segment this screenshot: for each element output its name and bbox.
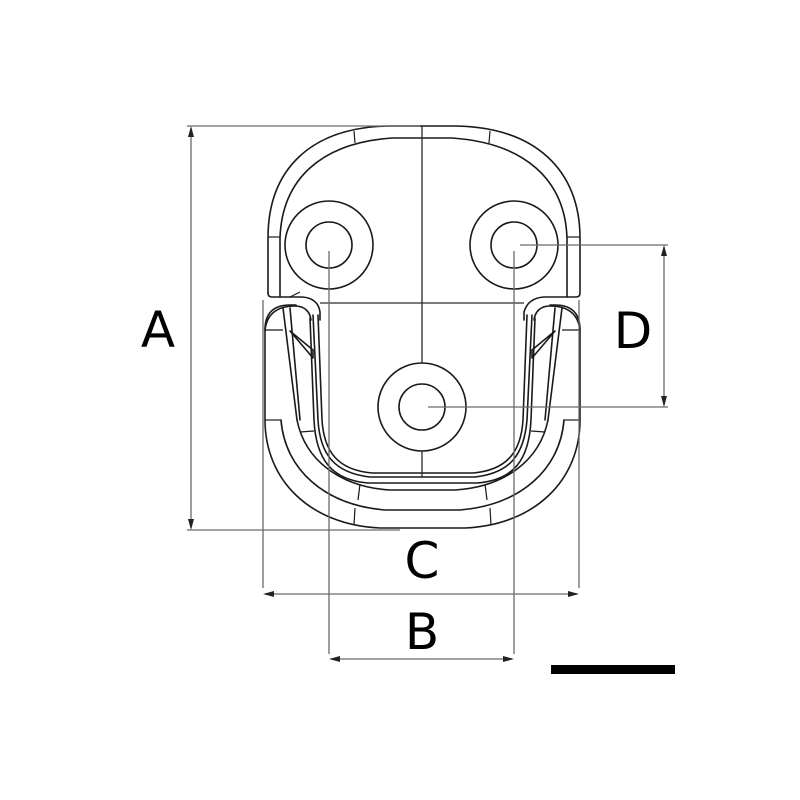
dimension-a — [187, 125, 420, 531]
dimension-c — [262, 300, 580, 597]
scale-bar — [551, 665, 675, 674]
dimension-label-b: B — [404, 603, 440, 661]
dimension-label-a: A — [140, 301, 176, 359]
dimension-label-d: D — [613, 302, 653, 360]
arrow-right-icon — [568, 591, 579, 597]
arrow-down-icon — [661, 396, 667, 407]
center-lines — [320, 126, 524, 477]
base-plate — [267, 125, 581, 321]
arrow-down-icon — [188, 519, 194, 530]
dimension-label-c: C — [404, 532, 440, 590]
arrow-up-icon — [188, 126, 194, 137]
ring — [264, 304, 581, 529]
dimension-d — [428, 244, 668, 408]
arrow-right-icon — [503, 656, 514, 662]
arrow-up-icon — [661, 245, 667, 256]
dimension-b — [328, 251, 515, 662]
arrow-left-icon — [263, 591, 274, 597]
arrow-left-icon — [329, 656, 340, 662]
